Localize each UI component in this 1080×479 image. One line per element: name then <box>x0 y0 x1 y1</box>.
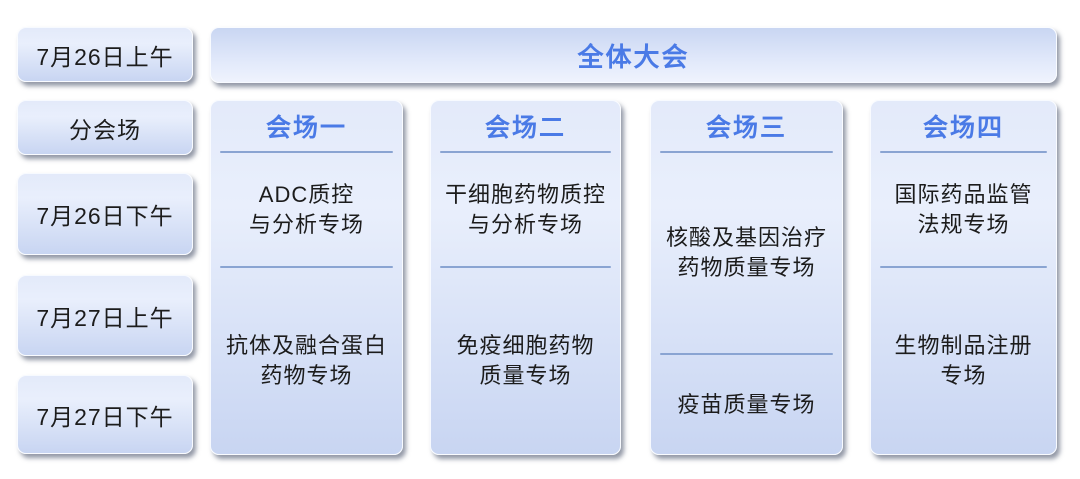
venue-4-session-divider <box>880 266 1047 269</box>
venue-2-header-divider <box>440 151 611 153</box>
venue-3-session-divider <box>660 353 833 356</box>
venue-2-session-1: 干细胞药物质控 与分析专场 <box>431 153 620 266</box>
session-title-line: ADC质控 <box>258 181 355 207</box>
venue-4-header-divider <box>880 151 1047 153</box>
session-title-line: 抗体及融合蛋白 <box>225 333 387 359</box>
venue-2-session-divider <box>440 266 611 269</box>
plenary-session-box: 全体大会 <box>210 27 1057 83</box>
venue-2-title: 会场二 <box>484 114 566 142</box>
time-box-jul26-am: 7月26日上午 <box>17 27 193 82</box>
time-box-jul27-pm: 7月27日下午 <box>17 375 193 454</box>
session-title-line: 干细胞药物质控 <box>444 181 606 207</box>
session-title-line: 专场 <box>940 363 987 389</box>
time-box-label: 7月26日下午 <box>36 203 174 229</box>
venue-3-session-1: 核酸及基因治疗 药物质量专场 <box>651 153 842 353</box>
session-title-line: 与分析专场 <box>248 211 364 237</box>
time-box-jul26-pm: 7月26日下午 <box>17 173 193 255</box>
venue-2-session-2: 免疫细胞药物 质量专场 <box>431 268 620 454</box>
venue-3-column: 会场三 核酸及基因治疗 药物质量专场 疫苗质量专场 <box>650 100 843 455</box>
venue-3-session-2: 疫苗质量专场 <box>651 355 842 454</box>
venue-1-session-1: ADC质控 与分析专场 <box>211 153 402 266</box>
venue-3-header-divider <box>660 151 833 153</box>
session-title-line: 核酸及基因治疗 <box>665 225 827 251</box>
venue-1-title: 会场一 <box>265 114 347 142</box>
breakout-label-box: 分会场 <box>17 100 193 155</box>
time-box-label: 7月27日下午 <box>36 403 174 430</box>
session-title-line: 与分析专场 <box>467 211 583 237</box>
session-title-line: 生物制品注册 <box>894 333 1033 359</box>
venue-1-header-divider <box>220 151 393 153</box>
session-title-line: 质量专场 <box>479 363 572 389</box>
session-title-line: 免疫细胞药物 <box>456 333 595 359</box>
session-title-line: 药物质量专场 <box>677 255 816 281</box>
venue-2-column: 会场二 干细胞药物质控 与分析专场 免疫细胞药物 质量专场 <box>430 100 621 455</box>
venue-3-title: 会场三 <box>705 114 787 142</box>
venue-4-title: 会场四 <box>922 114 1004 142</box>
venue-1-session-2: 抗体及融合蛋白 药物专场 <box>211 268 402 454</box>
breakout-label: 分会场 <box>69 116 141 143</box>
venue-1-session-divider <box>220 266 393 269</box>
venue-4-session-2: 生物制品注册 专场 <box>871 268 1056 454</box>
venue-4-session-1: 国际药品监管 法规专场 <box>871 153 1056 266</box>
session-title-line: 法规专场 <box>917 211 1010 237</box>
venue-1-column: 会场一 ADC质控 与分析专场 抗体及融合蛋白 药物专场 <box>210 100 403 455</box>
venue-4-column: 会场四 国际药品监管 法规专场 生物制品注册 专场 <box>870 100 1057 455</box>
plenary-session-label: 全体大会 <box>577 41 690 72</box>
time-box-label: 7月26日上午 <box>36 43 174 70</box>
time-box-label: 7月27日上午 <box>36 304 174 331</box>
session-title-line: 药物专场 <box>260 363 353 389</box>
time-box-jul27-am: 7月27日上午 <box>17 275 193 356</box>
session-title-line: 国际药品监管 <box>894 181 1033 207</box>
session-title-line: 疫苗质量专场 <box>677 391 816 417</box>
